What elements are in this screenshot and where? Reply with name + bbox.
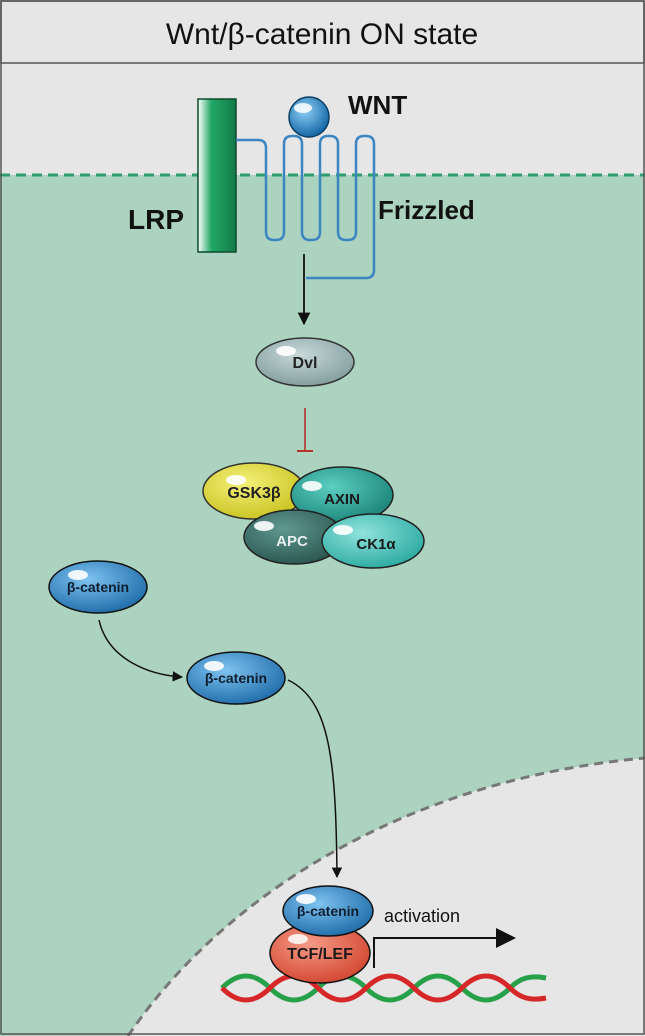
beta-catenin-stabilized-highlight	[204, 661, 224, 671]
activation-arrow-head	[496, 928, 516, 948]
dvl-label: Dvl	[293, 355, 318, 372]
wnt-highlight	[294, 103, 312, 113]
axin-label: AXIN	[324, 491, 360, 508]
lrp-receptor	[197, 98, 237, 253]
arrow-cytoplasm-to-stabilized	[98, 619, 184, 682]
activation-label: activation	[384, 906, 460, 926]
tcf-lef-label: TCF/LEF	[287, 946, 353, 963]
ck1a-highlight	[333, 525, 353, 535]
dna-strand-green	[220, 973, 547, 1003]
arrow-to-nucleus	[287, 679, 343, 879]
tcf-lef-highlight	[288, 934, 308, 944]
apc-highlight	[254, 521, 274, 531]
beta-catenin-cytoplasm-highlight	[68, 570, 88, 580]
lrp-label: LRP	[128, 204, 184, 235]
beta-catenin-nucleus-label: β-catenin	[297, 903, 359, 919]
beta-catenin-nucleus-highlight	[296, 894, 316, 904]
axin-highlight	[302, 481, 322, 491]
beta-catenin-stabilized-label: β-catenin	[205, 670, 267, 686]
apc-label: APC	[276, 533, 308, 550]
wnt-ligand	[288, 96, 330, 138]
wnt-label: WNT	[348, 90, 407, 120]
beta-catenin-cytoplasm-label: β-catenin	[67, 579, 129, 595]
dna-strand-red	[220, 973, 547, 1003]
nuclear-envelope	[126, 756, 645, 1036]
page-title: Wnt/β-catenin ON state	[166, 18, 478, 51]
frizzled-label: Frizzled	[378, 195, 475, 225]
gsk3b-highlight	[226, 475, 246, 485]
dvl-highlight	[276, 346, 296, 356]
activation-arrow	[373, 937, 500, 968]
ck1a-label: CK1α	[356, 536, 396, 553]
title-bar	[0, 0, 645, 64]
frizzled-receptor	[236, 134, 376, 280]
gsk3b-label: GSK3β	[227, 485, 281, 502]
nucleus-region	[128, 758, 645, 1036]
